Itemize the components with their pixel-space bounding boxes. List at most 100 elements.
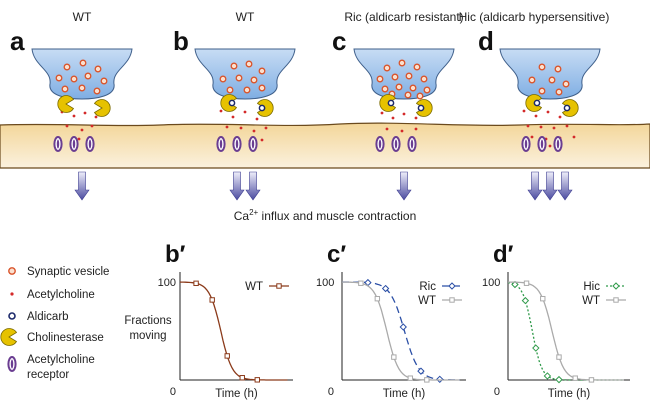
synaptic-vesicle: [548, 76, 556, 84]
acetylcholine-molecule: [72, 114, 76, 118]
synaptic-vesicle: [93, 87, 101, 95]
acetylcholine-molecule: [264, 126, 268, 130]
panel-title: Ric (aldicarb resistant): [344, 10, 463, 24]
contraction-arrow: [229, 171, 245, 201]
plot-legend-label: Ric: [419, 281, 436, 293]
synaptic-vesicle: [94, 65, 102, 73]
synaptic-vesicle: [243, 86, 251, 94]
acetylcholine-molecule: [558, 115, 562, 119]
acetylcholine-molecule: [219, 109, 223, 113]
synaptic-vesicle: [528, 76, 536, 84]
synaptic-vesicle: [63, 63, 71, 71]
synaptic-vesicle: [381, 85, 389, 93]
synaptic-vesicle: [391, 73, 399, 81]
data-point-wt: [588, 377, 595, 383]
synaptic-vesicle: [409, 84, 417, 92]
acetylcholine-molecule: [231, 115, 235, 119]
acetylcholine-molecule: [243, 110, 247, 114]
synaptic-vesicle: [420, 75, 428, 83]
plot-letter: d′: [493, 241, 514, 268]
data-point-main: [209, 297, 215, 303]
plot-legend-marker: [612, 282, 620, 290]
acetylcholine-molecule: [80, 128, 84, 132]
cholinesterase-icon: [94, 99, 111, 117]
panel-letter: b: [173, 26, 189, 56]
synaptic-vesicle: [538, 87, 546, 95]
y-tick-100: 100: [316, 277, 334, 289]
receptor-icon: [232, 136, 242, 152]
synaptic-vesicle: [258, 67, 266, 75]
synaptic-vesicle: [562, 80, 570, 88]
y-axis-label-2: moving: [129, 330, 166, 342]
contraction-arrow: [557, 171, 573, 201]
y-tick-0: 0: [170, 386, 176, 398]
caption: Ca2+ influx and muscle contraction: [234, 208, 417, 223]
acetylcholine-molecule: [239, 126, 243, 130]
contraction-arrow: [542, 171, 558, 201]
legend-label-acetylcholine: Acetylcholine: [27, 289, 95, 301]
synaptic-vesicle: [395, 83, 403, 91]
synaptic-vesicle: [555, 88, 563, 96]
panel-title: WT: [236, 10, 255, 24]
y-tick-100: 100: [158, 277, 176, 289]
synaptic-vesicle: [219, 75, 227, 83]
plot-legend-marker: [449, 297, 455, 303]
legend-label-vesicle: Synaptic vesicle: [27, 266, 109, 278]
panel-letter: a: [10, 26, 25, 56]
data-point-hic: [555, 375, 563, 384]
receptor-icon: [375, 136, 385, 152]
data-point-wt: [374, 295, 381, 302]
data-point-ric: [417, 367, 425, 375]
plot-legend-label: WT: [245, 281, 263, 293]
synapse-panel-b: b WT: [173, 10, 296, 201]
series-line-ric: [342, 281, 460, 381]
contraction-arrow: [527, 171, 543, 201]
acetylcholine-molecule: [402, 112, 406, 116]
synaptic-vesicle: [423, 86, 431, 94]
panel-letter: d: [478, 26, 494, 56]
acetylcholine-molecule: [90, 124, 94, 128]
data-point-hic: [511, 280, 519, 289]
acetylcholine-molecule: [225, 125, 229, 129]
y-axis-label-1: Fractions: [124, 315, 172, 327]
acetylcholine-molecule: [565, 124, 569, 128]
data-point-wt: [523, 280, 530, 286]
synaptic-vesicle: [258, 84, 266, 92]
synaptic-vesicle: [70, 75, 78, 83]
nerve-terminal: [353, 48, 455, 100]
aldicarb-icon: [417, 104, 425, 112]
x-axis-label: Time (h): [383, 388, 426, 400]
panel-title: WT: [73, 10, 92, 24]
synaptic-vesicle: [226, 86, 234, 94]
data-point-wt: [424, 377, 430, 383]
data-point-main: [254, 377, 260, 383]
receptor-icon: [553, 136, 563, 152]
data-point-wt: [358, 280, 364, 286]
nerve-terminal: [31, 48, 133, 100]
synapse-panel-a: a WT: [10, 10, 133, 201]
synaptic-vesicle: [416, 92, 424, 100]
plot-legend-label: Hic: [583, 281, 600, 293]
nerve-terminal: [499, 48, 601, 100]
synaptic-vesicle: [405, 72, 413, 80]
aldicarb-icon: [563, 104, 571, 112]
acetylcholine-molecule: [260, 138, 264, 142]
data-point-wt: [391, 354, 397, 360]
series-line-wt: [508, 281, 624, 381]
synaptic-vesicle: [404, 91, 412, 99]
plot-legend-marker: [448, 282, 456, 290]
synaptic-vesicle: [413, 63, 421, 71]
plot-legend-label: WT: [418, 295, 436, 307]
acetylcholine-molecule: [380, 111, 384, 115]
data-point-main: [224, 353, 230, 359]
acetylcholine-icon: [10, 292, 14, 296]
acetylcholine-molecule: [414, 127, 418, 131]
synaptic-vesicle: [61, 85, 69, 93]
data-point-wt: [407, 375, 414, 381]
